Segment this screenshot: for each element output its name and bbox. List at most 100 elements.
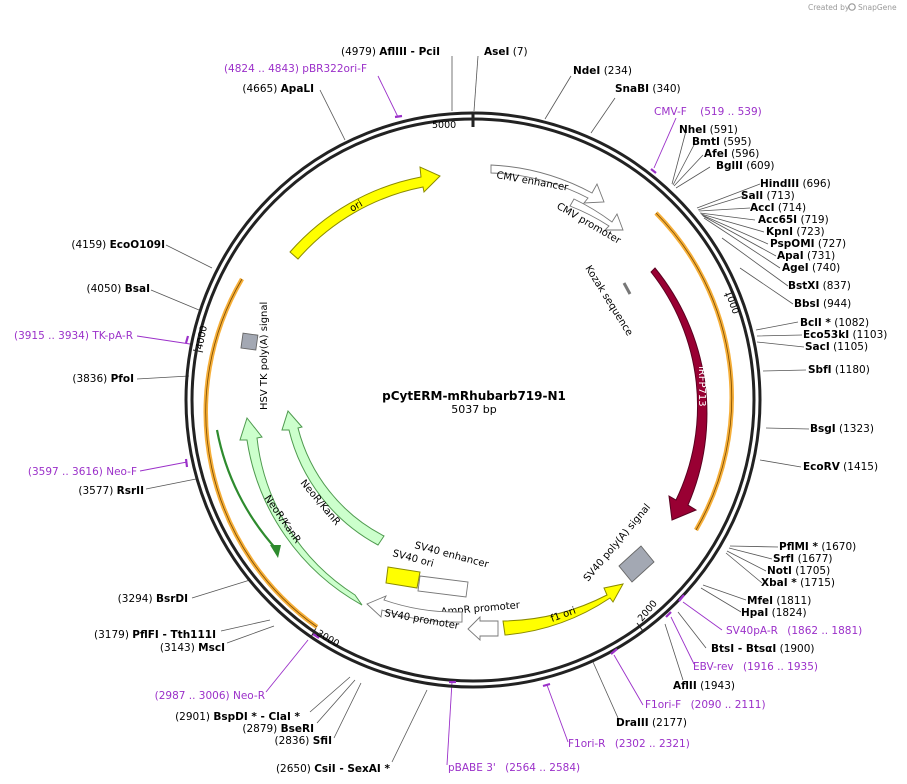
leader-bsrdi bbox=[191, 579, 251, 599]
site-apali[interactable]: (4665) ApaLI bbox=[242, 83, 314, 95]
site-aflIII-pciI[interactable]: (4979) AflIII - PciI bbox=[341, 46, 440, 58]
site-aflii[interactable]: AflII (1943) bbox=[673, 680, 735, 692]
site-acci[interactable]: AccI (714) bbox=[750, 202, 806, 214]
site-bstxi[interactable]: BstXI (837) bbox=[788, 280, 851, 292]
site-bseri[interactable]: (2879) BseRI bbox=[242, 723, 314, 735]
primer-ebv-rev[interactable]: EBV-rev (1916 .. 1935) bbox=[693, 661, 818, 673]
feature-kozak[interactable] bbox=[622, 282, 632, 295]
site-name: PflMI * bbox=[779, 541, 818, 553]
site-pos: (591) bbox=[710, 124, 738, 136]
site-snabi[interactable]: SnaBI (340) bbox=[615, 83, 681, 95]
primer-pbabe3[interactable]: pBABE 3' (2564 .. 2584) bbox=[448, 762, 580, 774]
feature-ori[interactable] bbox=[289, 166, 441, 260]
site-ecorv[interactable]: EcoRV (1415) bbox=[803, 461, 878, 473]
site-name: HpaI bbox=[741, 607, 768, 619]
site-sbfi[interactable]: SbfI (1180) bbox=[808, 364, 870, 376]
site-name: SrfI bbox=[773, 553, 794, 565]
feature-ampr-promoter[interactable] bbox=[467, 615, 499, 642]
feature-cmv-enhancer[interactable] bbox=[490, 164, 605, 204]
site-acc65i[interactable]: Acc65I (719) bbox=[758, 214, 829, 226]
site-rsrii[interactable]: (3577) RsrII bbox=[78, 485, 144, 497]
site-saci[interactable]: SacI (1105) bbox=[805, 341, 868, 353]
primer-neo-f[interactable]: (3597 .. 3616) Neo-F bbox=[28, 466, 137, 478]
feature-sv40-ori[interactable] bbox=[385, 566, 421, 589]
feature-sv40-enhancer[interactable] bbox=[417, 575, 469, 598]
site-pspomi[interactable]: PspOMI (727) bbox=[770, 238, 846, 250]
feature-irfp713[interactable] bbox=[650, 267, 708, 521]
site-sfii[interactable]: (2836) SfiI bbox=[274, 735, 332, 747]
site-xbai[interactable]: XbaI * (1715) bbox=[761, 577, 835, 589]
site-name: BmtI bbox=[692, 136, 720, 148]
primer-range: (3597 .. 3616) bbox=[28, 466, 103, 478]
feature-neor-kanr-outer[interactable] bbox=[239, 416, 363, 606]
primer-pbr322ori-f[interactable]: (4824 .. 4843) pBR322ori-F bbox=[224, 63, 367, 75]
site-name: SalI bbox=[741, 190, 763, 202]
primer-f1ori-r[interactable]: F1ori-R (2302 .. 2321) bbox=[568, 738, 690, 750]
site-pos: (1105) bbox=[833, 341, 868, 353]
site-name: PflFI - Tth111I bbox=[132, 629, 216, 641]
site-name: Eco53kI bbox=[803, 329, 849, 341]
feature-hsv-tk-polya[interactable] bbox=[240, 332, 259, 351]
primer-mark-pbr322ori-f bbox=[394, 114, 403, 119]
site-pos: (1323) bbox=[839, 423, 874, 435]
leader-bbsi bbox=[739, 267, 794, 305]
primer-range: (3915 .. 3934) bbox=[14, 330, 89, 342]
site-csii-sexai[interactable]: (2650) CsiI - SexAI * bbox=[276, 763, 391, 775]
primer-f1ori-f[interactable]: F1ori-F (2090 .. 2111) bbox=[645, 699, 766, 711]
site-mfei[interactable]: MfeI (1811) bbox=[747, 595, 811, 607]
site-btsi[interactable]: BtsI - BtsαI (1900) bbox=[711, 643, 815, 655]
site-ecoo109i[interactable]: (4159) EcoO109I bbox=[71, 239, 165, 251]
site-pflfi-tth111i[interactable]: (3179) PflFI - Tth111I bbox=[94, 629, 216, 641]
primer-name: TK-pA-R bbox=[91, 330, 133, 342]
primer-cmv-f[interactable]: CMV-F (519 .. 539) bbox=[654, 106, 762, 118]
leader-sfi-group bbox=[309, 676, 362, 739]
site-bsgi[interactable]: BsgI (1323) bbox=[810, 423, 874, 435]
site-pos: (3294) bbox=[118, 593, 153, 605]
site-noti[interactable]: NotI (1705) bbox=[767, 565, 830, 577]
site-msci[interactable]: (3143) MscI bbox=[160, 642, 225, 654]
site-hindiii[interactable]: HindIII (696) bbox=[760, 178, 831, 190]
site-bbsi[interactable]: BbsI (944) bbox=[794, 298, 851, 310]
site-pos: (837) bbox=[823, 280, 851, 292]
site-bspdi-clai[interactable]: (2901) BspDI * - ClaI * bbox=[175, 711, 300, 723]
site-eco53ki[interactable]: Eco53kI (1103) bbox=[803, 329, 887, 341]
primer-tk-pa-r[interactable]: (3915 .. 3934) TK-pA-R bbox=[14, 330, 133, 342]
feature-f1-ori[interactable] bbox=[502, 583, 624, 636]
site-pos: (1900) bbox=[780, 643, 815, 655]
site-bsai[interactable]: (4050) BsaI bbox=[86, 283, 150, 295]
site-hpai[interactable]: HpaI (1824) bbox=[741, 607, 807, 619]
site-ndei[interactable]: NdeI (234) bbox=[573, 65, 632, 77]
feature-cmv-promoter[interactable] bbox=[569, 198, 624, 231]
site-pos: (1082) bbox=[834, 317, 869, 329]
feature-sv40-polya[interactable] bbox=[618, 545, 655, 583]
site-kpni[interactable]: KpnI (723) bbox=[766, 226, 825, 238]
site-bsrdi[interactable]: (3294) BsrDI bbox=[118, 593, 188, 605]
feature-neor-kanr-inner[interactable] bbox=[281, 410, 385, 546]
site-draiii[interactable]: DraIII (2177) bbox=[616, 717, 687, 729]
site-nhei[interactable]: NheI (591) bbox=[679, 124, 738, 136]
site-apai[interactable]: ApaI (731) bbox=[777, 250, 835, 262]
site-bcli[interactable]: BclI * (1082) bbox=[800, 317, 869, 329]
leader-f1ori-r bbox=[546, 684, 569, 743]
site-bmti[interactable]: BmtI (595) bbox=[692, 136, 751, 148]
site-name: BsaI bbox=[125, 283, 150, 295]
primer-name: Neo-R bbox=[233, 690, 265, 702]
site-name: SfiI bbox=[313, 735, 332, 747]
site-agei[interactable]: AgeI (740) bbox=[782, 262, 840, 274]
site-name: DraIII bbox=[616, 717, 649, 729]
site-pflmi[interactable]: PflMI * (1670) bbox=[779, 541, 856, 553]
feature-sv40-promoter[interactable] bbox=[366, 595, 463, 623]
site-afei[interactable]: AfeI (596) bbox=[704, 148, 759, 160]
site-asei[interactable]: AseI (7) bbox=[484, 46, 528, 58]
irfp-orf-line bbox=[655, 212, 733, 531]
site-srfi[interactable]: SrfI (1677) bbox=[773, 553, 832, 565]
primer-sv40pa-r[interactable]: SV40pA-R (1862 .. 1881) bbox=[726, 625, 862, 637]
site-sali[interactable]: SalI (713) bbox=[741, 190, 795, 202]
site-name: SacI bbox=[805, 341, 830, 353]
site-pos: (1180) bbox=[835, 364, 870, 376]
site-pfoi[interactable]: (3836) PfoI bbox=[72, 373, 134, 385]
site-bglii[interactable]: BglII (609) bbox=[716, 160, 775, 172]
primer-mark-f1ori-f bbox=[610, 648, 618, 655]
primer-neo-r[interactable]: (2987 .. 3006) Neo-R bbox=[155, 690, 265, 702]
